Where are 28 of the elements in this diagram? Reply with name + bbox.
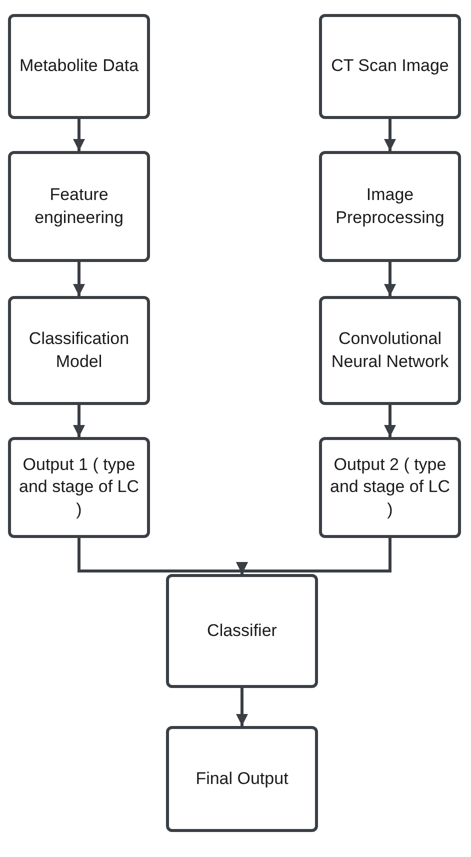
box-label: Metabolite Data [19, 55, 139, 78]
process-box [8, 437, 150, 538]
box-label: CT Scan Image [331, 55, 449, 78]
process-box [166, 726, 318, 832]
box-label: Image Preprocessing [334, 184, 446, 228]
box-label: Convolutional Neural Network [330, 328, 450, 372]
arrow [73, 405, 85, 437]
box-label: Output 1 ( type and stage of LC ) [18, 454, 140, 521]
process-box [8, 151, 150, 262]
arrow [73, 119, 85, 151]
process-box [8, 14, 150, 119]
arrow [384, 119, 396, 151]
process-box [166, 574, 318, 688]
box-label: Final Output [196, 768, 288, 790]
arrow [236, 538, 392, 574]
box-label: Output 2 ( type and stage of LC ) [328, 454, 452, 521]
process-box [8, 296, 150, 405]
process-box [319, 437, 461, 538]
process-box [319, 296, 461, 405]
box-label: Feature engineering [34, 184, 124, 228]
box-label: Classification Model [28, 328, 130, 372]
arrow [236, 688, 248, 726]
arrow [73, 262, 85, 296]
process-box [319, 14, 461, 119]
box-label: Classifier [207, 620, 277, 642]
arrow [384, 262, 396, 296]
arrow [384, 405, 396, 437]
process-box [319, 151, 461, 262]
